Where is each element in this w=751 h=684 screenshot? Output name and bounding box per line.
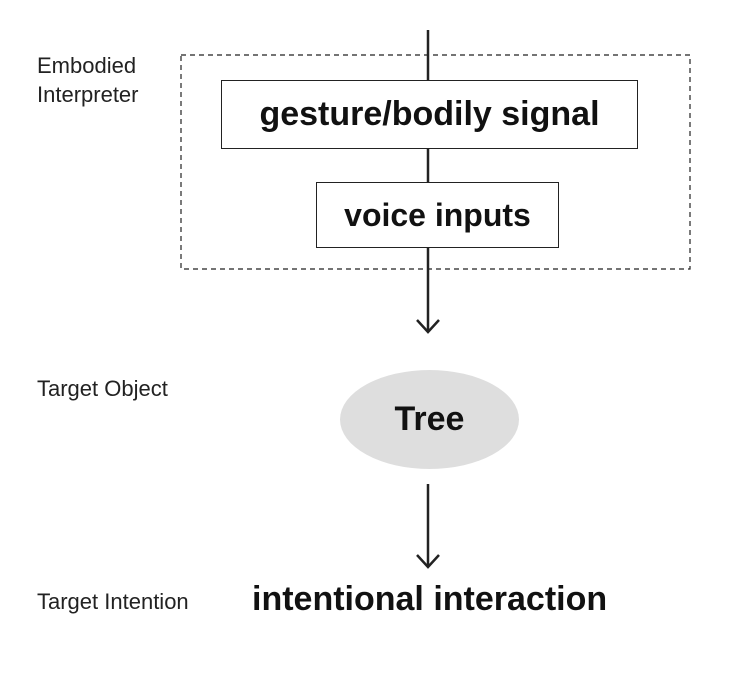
target-object-ellipse: Tree bbox=[340, 370, 519, 469]
object-to-intention-arrowhead bbox=[416, 554, 440, 569]
target-object-label: Target Object bbox=[37, 376, 168, 401]
voice-inputs-box: voice inputs bbox=[316, 182, 559, 248]
gesture-box: gesture/bodily signal bbox=[221, 80, 638, 149]
intentional-interaction-text: intentional interaction bbox=[252, 580, 608, 618]
voice-to-object-arrowhead bbox=[416, 319, 440, 334]
embodied-interpreter-group bbox=[180, 54, 691, 270]
target-intention-label: Target Intention bbox=[37, 589, 189, 614]
embodied-interpreter-label: Embodied Interpreter bbox=[37, 53, 139, 107]
